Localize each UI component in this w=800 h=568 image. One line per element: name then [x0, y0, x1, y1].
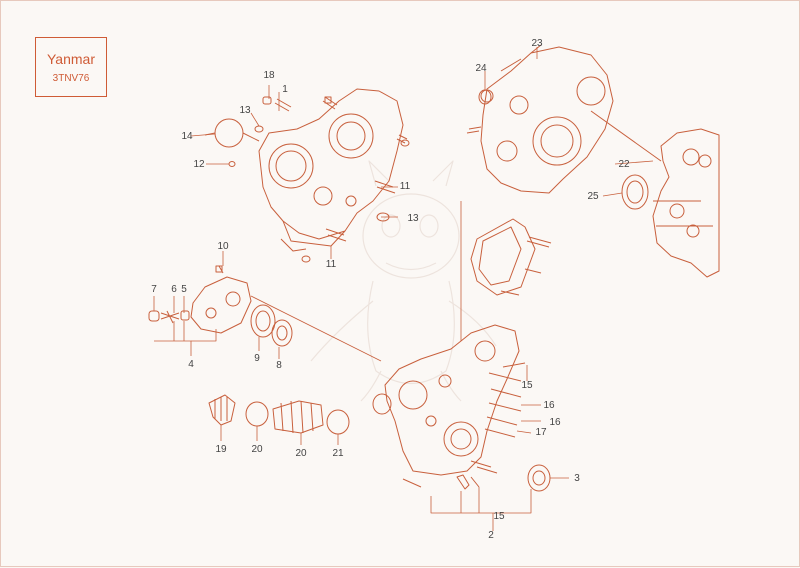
- gear-8: [271, 319, 293, 347]
- flywheel-housing: [466, 44, 662, 194]
- oil-fill-tube-21: [272, 400, 324, 434]
- callout-15: 15: [521, 380, 533, 391]
- callout-12: 12: [193, 159, 205, 170]
- gear-case-lower: [384, 324, 526, 488]
- callout-13: 13: [239, 105, 251, 116]
- callout-24: 24: [475, 63, 487, 74]
- callout-8: 8: [276, 360, 282, 371]
- callout-16: 16: [549, 417, 561, 428]
- inspection-cover: [470, 218, 552, 296]
- callout-23: 23: [531, 38, 543, 49]
- gasket-14: [204, 118, 260, 148]
- callout-19: 19: [215, 444, 227, 455]
- callout-14: 14: [181, 131, 193, 142]
- callout-18: 18: [263, 70, 275, 81]
- callout-20: 20: [295, 448, 307, 459]
- gear-9: [250, 304, 276, 338]
- callout-17: 17: [535, 427, 547, 438]
- callout-10: 10: [217, 241, 229, 252]
- callout-11: 11: [326, 259, 337, 270]
- callout-15: 15: [493, 511, 505, 522]
- engine-block: [652, 128, 720, 278]
- callout-25: 25: [587, 191, 599, 202]
- callout-16: 16: [543, 400, 555, 411]
- title-box: Yanmar 3TNV76: [35, 37, 107, 97]
- callout-2: 2: [488, 530, 494, 541]
- lower-fittings: [456, 474, 480, 490]
- o-ring-20-left: [245, 401, 269, 427]
- crank-seal-3: [527, 464, 551, 492]
- callout-11: 11: [400, 181, 411, 192]
- watermark-mascot: [310, 160, 497, 402]
- callout-21: 21: [332, 448, 344, 459]
- callout-4: 4: [188, 359, 194, 370]
- callout-13: 13: [407, 213, 419, 224]
- filler-cap-19: [208, 394, 236, 426]
- engine-model: 3TNV76: [52, 73, 90, 84]
- callout-1: 1: [282, 84, 288, 95]
- callout-5: 5: [181, 284, 187, 295]
- o-ring-20-right: [326, 409, 350, 435]
- callout-6: 6: [171, 284, 177, 295]
- relief-valve-parts: [148, 310, 190, 324]
- leader-lines: [153, 47, 654, 531]
- callout-3: 3: [574, 473, 580, 484]
- callout-20: 20: [251, 444, 263, 455]
- oil-pump-body: [190, 265, 252, 334]
- seal-ring-near-case: [372, 393, 392, 415]
- oil-seal-25: [621, 174, 649, 210]
- callout-7: 7: [151, 284, 157, 295]
- brand-name: Yanmar: [47, 51, 95, 67]
- callout-9: 9: [254, 353, 260, 364]
- callout-22: 22: [618, 159, 630, 170]
- gear-case-cover-upper: [258, 88, 404, 252]
